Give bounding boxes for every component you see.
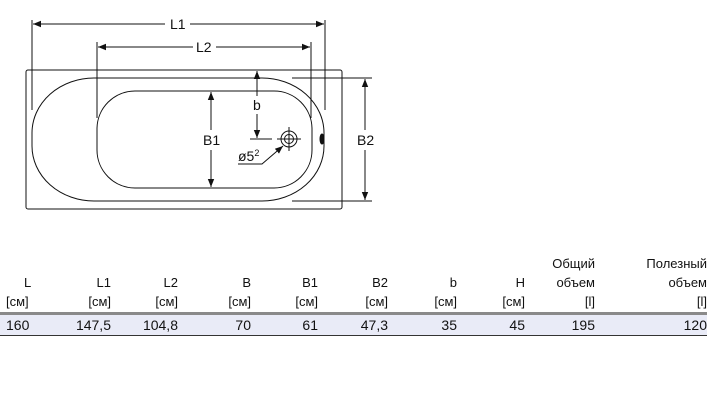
column-header: L1 [см]: [31, 254, 111, 311]
column-header: H [см]: [457, 254, 525, 311]
header-label: L: [24, 275, 32, 290]
column-header: B [см]: [178, 254, 251, 311]
tub-outline: [25, 69, 343, 210]
column-header: Общий объем [l]: [525, 254, 595, 311]
header-unit: [см]: [295, 294, 318, 309]
header-unit: [см]: [228, 294, 251, 309]
header-name: [6, 254, 31, 273]
header-unit: [l]: [584, 294, 595, 309]
header-label: L1: [96, 275, 111, 290]
header-name: [31, 254, 111, 273]
header-label: объем: [556, 275, 595, 290]
header-unit: [см]: [502, 294, 525, 309]
b1-dimension: B1: [203, 92, 220, 187]
b-dimension: b: [250, 71, 272, 140]
l2-dimension: L2: [96, 39, 312, 118]
column-header: L2 [см]: [111, 254, 178, 311]
header-label: B1: [302, 275, 318, 290]
header-label: L2: [163, 275, 178, 290]
header-unit: [см]: [155, 294, 178, 309]
table-header: L[см] L1[см] L2[см] B[см] B1[см] B2[см] …: [0, 254, 707, 312]
header-name: [457, 254, 525, 273]
header-name: [251, 254, 318, 273]
header-label: B: [242, 275, 251, 290]
l1-label: L1: [170, 16, 186, 32]
table-cell: 70: [235, 317, 251, 333]
table-cell: 160: [6, 317, 30, 333]
header-unit: [l]: [696, 294, 707, 309]
table-cell: 104,8: [142, 317, 178, 333]
l2-label: L2: [196, 39, 212, 55]
header-unit: [см]: [88, 294, 111, 309]
table-cell: 195: [571, 317, 595, 333]
table-cell: 61: [302, 317, 318, 333]
header-label: H: [515, 275, 525, 290]
bathtub-dimension-drawing: L1 L2 b B1 B2 ø52: [25, 16, 374, 210]
header-unit: [см]: [365, 294, 388, 309]
header-label: объем: [668, 275, 707, 290]
b2-label: B2: [357, 132, 374, 148]
header-name: [388, 254, 457, 273]
l1-dimension: L1: [31, 16, 326, 110]
b-label: b: [253, 97, 261, 113]
header-name: [318, 254, 388, 273]
column-header: b [см]: [388, 254, 457, 311]
header-name: [178, 254, 251, 273]
header-name: [111, 254, 178, 273]
header-unit: [см]: [434, 294, 457, 309]
header-name: Общий: [552, 256, 595, 271]
column-header: L [см]: [0, 254, 31, 311]
b1-label: B1: [203, 132, 220, 148]
table-cell: 35: [441, 317, 457, 333]
header-name: Полезный: [646, 256, 707, 271]
header-unit: [см]: [6, 294, 29, 309]
table-row: 160 147,5 104,8 70 61 47,3 35 45 195 120: [0, 312, 707, 336]
dimensions-table: L[см] L1[см] L2[см] B[см] B1[см] B2[см] …: [0, 254, 707, 336]
header-label: B2: [372, 275, 388, 290]
tub-basin: [96, 90, 313, 189]
table-cell: 45: [509, 317, 525, 333]
header-label: b: [449, 275, 457, 290]
table-cell: 147,5: [75, 317, 111, 333]
column-header: B1 [см]: [251, 254, 318, 311]
table-cell: 120: [683, 317, 707, 333]
column-header: B2 [см]: [318, 254, 388, 311]
column-header: Полезный объем [l]: [595, 254, 707, 311]
overflow-icon: [319, 133, 325, 145]
drain-icon: [277, 127, 301, 151]
drain-label: ø52: [238, 148, 259, 164]
table-cell: 47,3: [360, 317, 388, 333]
b2-dimension: B2: [292, 77, 374, 202]
